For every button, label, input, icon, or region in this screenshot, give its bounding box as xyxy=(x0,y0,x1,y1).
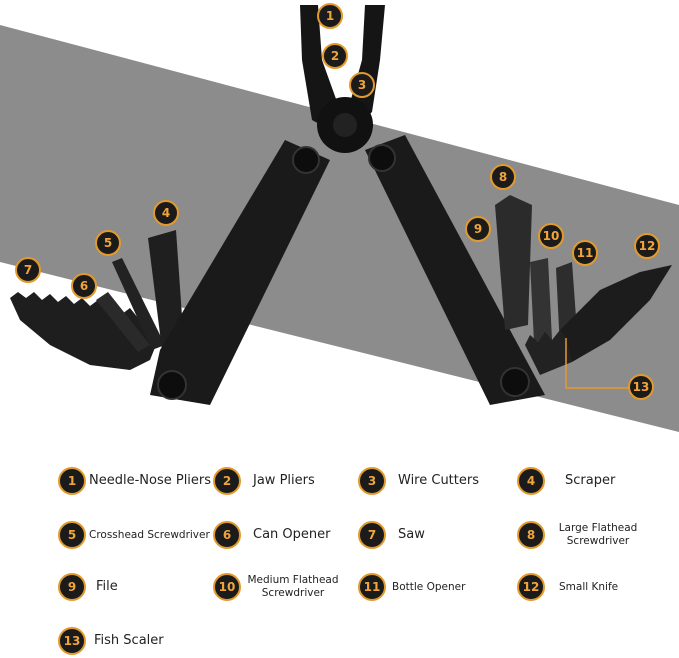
crosshead-blade xyxy=(112,258,165,350)
legend-badge: 10 xyxy=(213,573,241,601)
callout-badge-3: 3 xyxy=(349,72,375,98)
background-band xyxy=(0,25,679,432)
callout-badge-10: 10 xyxy=(538,223,564,249)
legend-item-jaw-pliers: 2 Jaw Pliers xyxy=(213,467,315,495)
right-pivot-bottom xyxy=(500,367,530,397)
file-blade xyxy=(495,195,532,330)
legend-label: Needle-Nose Pliers xyxy=(89,473,212,489)
callout-badge-6: 6 xyxy=(71,273,97,299)
legend-badge: 7 xyxy=(358,521,386,549)
legend-label: Medium Flathead Screwdriver xyxy=(247,574,339,599)
callout-badge-1: 1 xyxy=(317,3,343,29)
pliers-pivot-inner xyxy=(333,113,357,137)
legend-item-medium-flathead-screwdriver: 10 Medium Flathead Screwdriver xyxy=(213,573,343,601)
callout-badge-2: 2 xyxy=(322,43,348,69)
left-arm xyxy=(10,140,330,405)
legend-badge: 1 xyxy=(58,467,86,495)
callout-badge-13: 13 xyxy=(628,374,654,400)
saw-blade xyxy=(10,292,158,370)
legend-item-can-opener: 6 Can Opener xyxy=(213,521,330,549)
right-pivot-top xyxy=(368,144,396,172)
legend-label: Bottle Opener xyxy=(392,580,466,593)
right-handle xyxy=(365,135,545,405)
legend-badge: 2 xyxy=(213,467,241,495)
legend-label: Fish Scaler xyxy=(94,633,164,649)
right-jaw xyxy=(348,5,385,130)
legend-item-large-flathead-screwdriver: 8 Large Flathead Screwdriver xyxy=(517,521,643,549)
legend-badge: 8 xyxy=(517,521,545,549)
legend-label: Wire Cutters xyxy=(398,473,479,489)
legend-badge: 4 xyxy=(517,467,545,495)
legend-label: Large Flathead Screwdriver xyxy=(558,522,638,547)
legend-item-needle-nose-pliers: 1 Needle-Nose Pliers xyxy=(58,467,211,495)
legend-label: Crosshead Screwdriver xyxy=(89,528,210,541)
legend-label: Small Knife xyxy=(559,580,619,593)
multitool-illustration xyxy=(0,5,679,432)
legend-item-scraper: 4 Scraper xyxy=(517,467,615,495)
callout-badge-8: 8 xyxy=(490,164,516,190)
legend-item-wire-cutters: 3 Wire Cutters xyxy=(358,467,479,495)
legend-badge: 6 xyxy=(213,521,241,549)
legend-label: Jaw Pliers xyxy=(253,473,315,489)
callout-badge-9: 9 xyxy=(465,216,491,242)
legend-label: Can Opener xyxy=(253,527,331,543)
pliers-head xyxy=(300,5,385,153)
left-handle xyxy=(150,140,330,405)
medium-flathead-blade xyxy=(530,258,552,342)
legend-item-file: 9 File xyxy=(58,573,118,601)
scraper-blade xyxy=(148,230,184,350)
legend-label: Saw xyxy=(398,527,425,543)
legend-badge: 11 xyxy=(358,573,386,601)
legend-label: Scraper xyxy=(565,473,616,489)
callout-badge-12: 12 xyxy=(634,233,660,259)
fish-scaler-callout-line xyxy=(565,338,628,389)
legend-badge: 3 xyxy=(358,467,386,495)
legend-item-fish-scaler: 13 Fish Scaler xyxy=(58,627,164,655)
callout-badge-5: 5 xyxy=(95,230,121,256)
can-opener-blade xyxy=(96,292,150,352)
small-knife-blade xyxy=(560,265,672,362)
legend-item-small-knife: 12 Small Knife xyxy=(517,573,618,601)
legend-item-crosshead-screwdriver: 5 Crosshead Screwdriver xyxy=(58,521,210,549)
legend-badge: 12 xyxy=(517,573,545,601)
right-arm xyxy=(365,135,672,405)
callout-badge-11: 11 xyxy=(572,240,598,266)
legend-item-bottle-opener: 11 Bottle Opener xyxy=(358,573,465,601)
legend-label: File xyxy=(96,579,118,595)
left-pivot-bottom xyxy=(157,370,187,400)
legend-badge: 5 xyxy=(58,521,86,549)
legend-badge: 13 xyxy=(58,627,86,655)
legend-badge: 9 xyxy=(58,573,86,601)
fish-scaler-blade xyxy=(525,330,572,375)
left-pivot-top xyxy=(292,146,320,174)
callout-badge-7: 7 xyxy=(15,257,41,283)
left-jaw xyxy=(300,5,340,130)
legend-item-saw: 7 Saw xyxy=(358,521,425,549)
callout-badge-4: 4 xyxy=(153,200,179,226)
